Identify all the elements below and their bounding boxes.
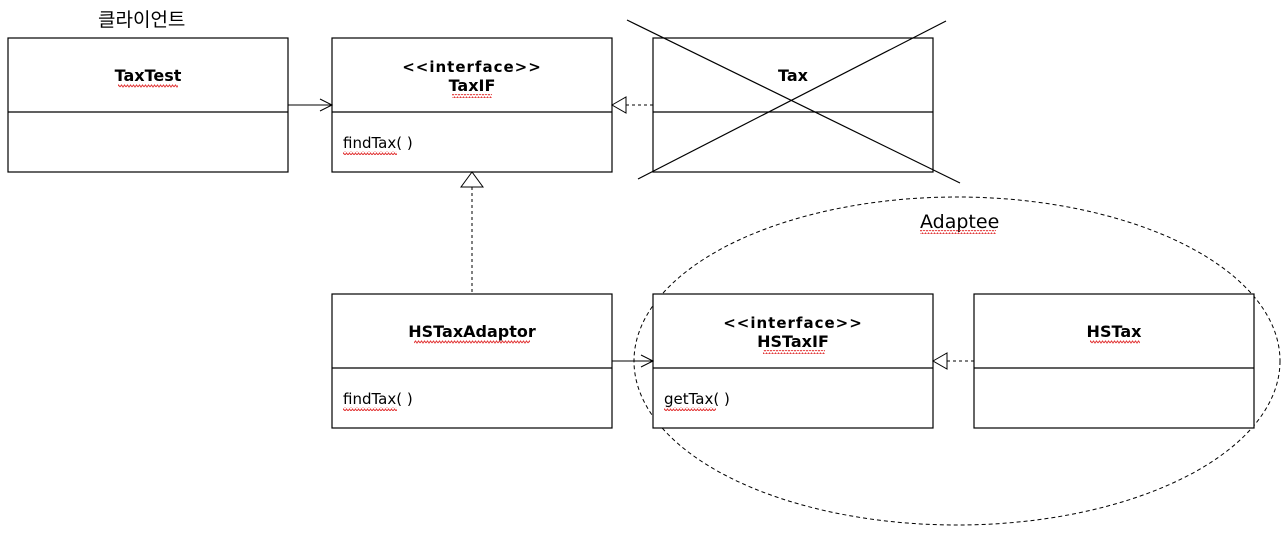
class-hstaxadaptor[interactable]: HSTaxAdaptor findTax( ) bbox=[331, 293, 613, 429]
class-taxtest[interactable]: TaxTest bbox=[7, 37, 289, 173]
cross-line-1 bbox=[626, 19, 961, 184]
class-taxtest-spellcheck bbox=[118, 84, 178, 88]
class-taxtest-name: TaxTest bbox=[115, 66, 182, 85]
class-taxif-stereotype: <<interface>> bbox=[402, 58, 542, 76]
realization-hstax-hstaxif bbox=[931, 352, 974, 370]
class-hstaxif-method-spellcheck bbox=[664, 407, 716, 411]
client-label: 클라이언트 bbox=[98, 9, 185, 31]
class-hstaxadaptor-spellcheck bbox=[414, 340, 530, 344]
class-hstaxif-name: HSTaxIF bbox=[757, 332, 829, 351]
class-taxif-spellcheck bbox=[452, 94, 492, 98]
class-hstaxadaptor-name: HSTaxAdaptor bbox=[408, 322, 536, 341]
class-taxif[interactable]: <<interface>> TaxIF findTax( ) bbox=[331, 37, 613, 173]
class-tax[interactable]: Tax bbox=[626, 19, 961, 184]
class-hstax-name: HSTax bbox=[1087, 322, 1143, 341]
cross-line-2 bbox=[637, 20, 947, 180]
class-taxif-method-spellcheck bbox=[343, 151, 397, 155]
class-hstax[interactable]: HSTax bbox=[973, 293, 1255, 429]
class-taxif-name: TaxIF bbox=[449, 76, 496, 95]
association-taxtest-taxif bbox=[288, 98, 334, 112]
class-hstaxif-stereotype: <<interface>> bbox=[723, 314, 863, 332]
adaptee-label-spellcheck bbox=[920, 230, 996, 234]
class-hstaxadaptor-method: findTax( ) bbox=[343, 390, 413, 408]
class-hstaxif-spellcheck bbox=[763, 350, 825, 354]
association-hstaxadaptor-hstaxif bbox=[612, 354, 655, 368]
class-hstax-spellcheck bbox=[1090, 340, 1140, 344]
realization-hstaxadaptor-taxif bbox=[460, 171, 484, 294]
class-hstaxadaptor-method-spellcheck bbox=[343, 407, 397, 411]
class-taxif-method: findTax( ) bbox=[343, 134, 413, 152]
class-tax-name: Tax bbox=[778, 66, 809, 85]
adaptee-label: Adaptee bbox=[920, 211, 999, 233]
class-hstaxif-method: getTax( ) bbox=[664, 390, 730, 408]
class-hstaxif[interactable]: <<interface>> HSTaxIF getTax( ) bbox=[652, 293, 934, 429]
realization-tax-taxif bbox=[610, 96, 653, 114]
